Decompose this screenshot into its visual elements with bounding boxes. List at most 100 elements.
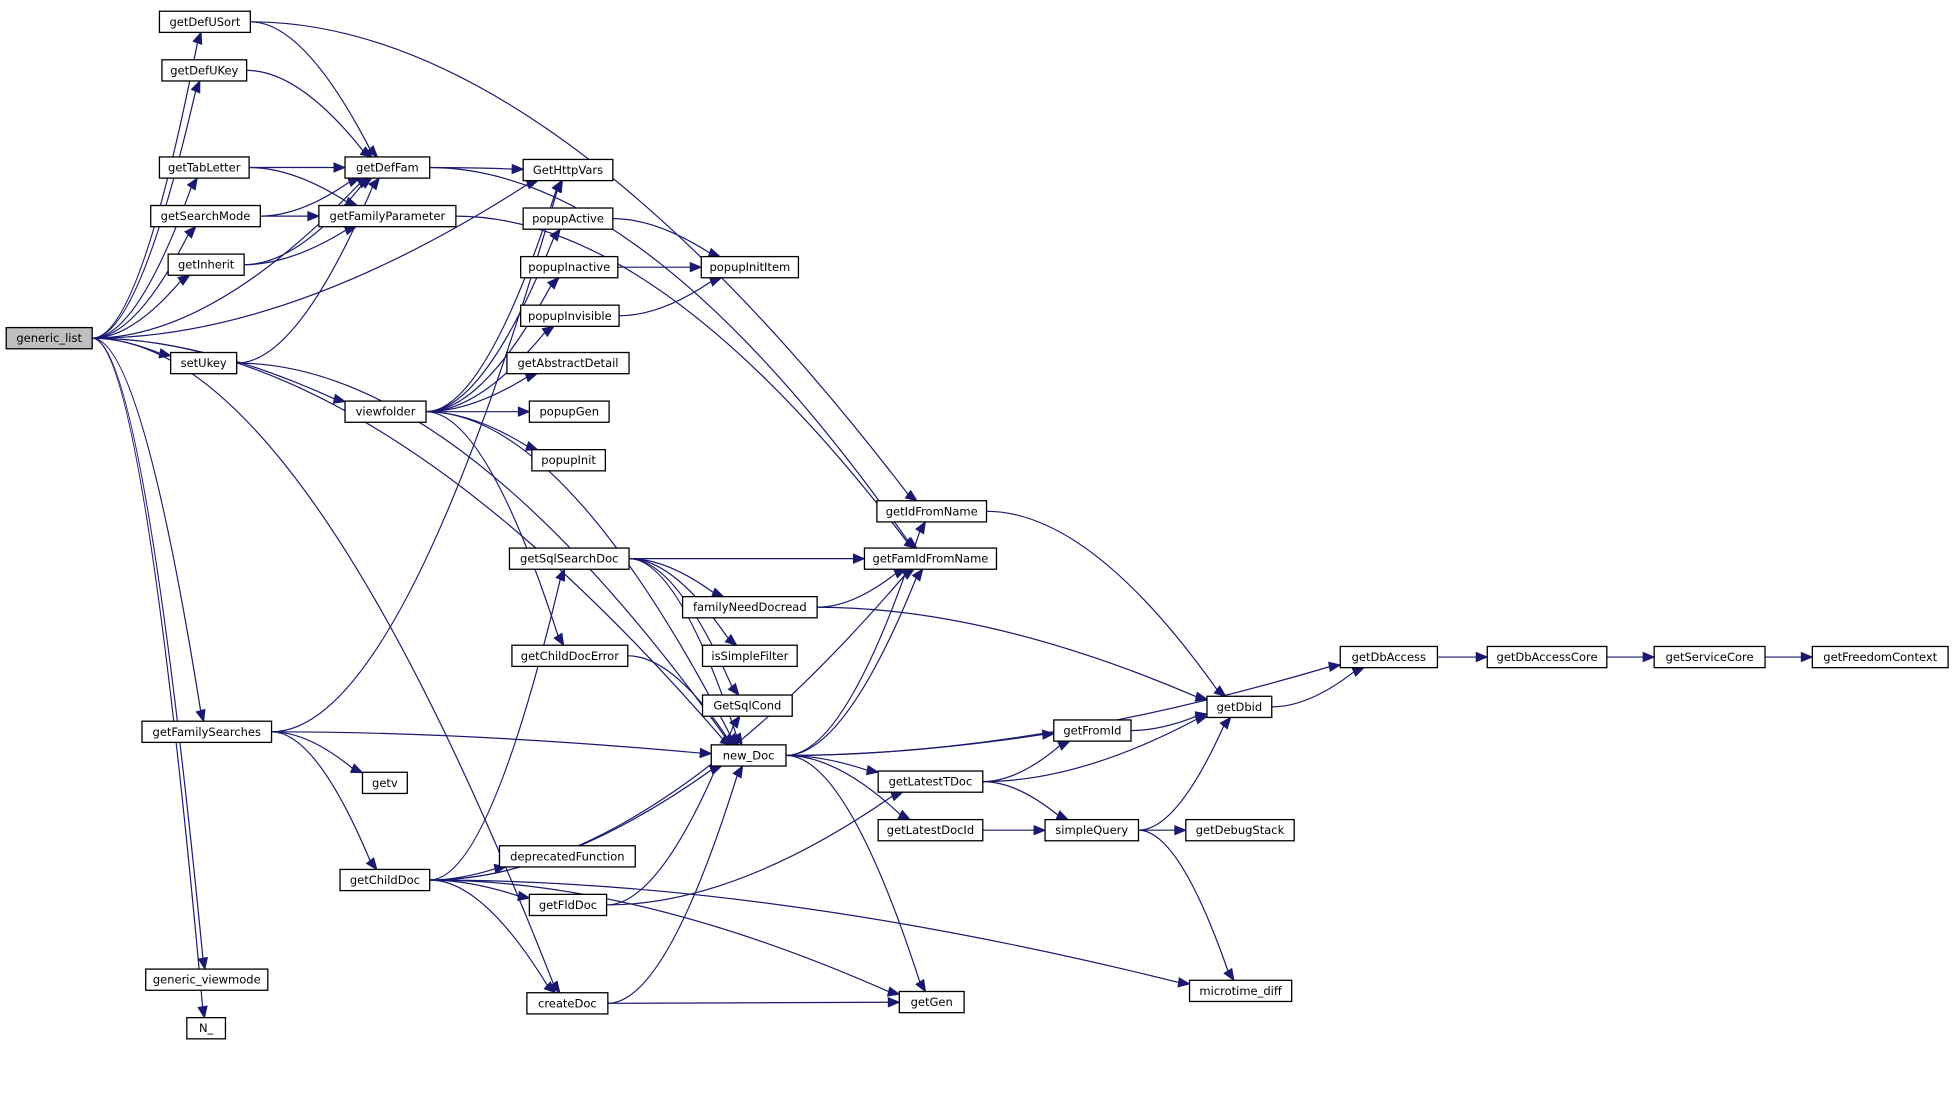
edge-getsearchmode-to-getfamilyparameter — [260, 210, 321, 222]
node-popupactive[interactable]: popupActive — [522, 207, 614, 230]
node-label: new_Doc — [723, 748, 775, 762]
node-popupinactive[interactable]: popupInactive — [520, 255, 619, 279]
node-new-doc[interactable]: new_Doc — [710, 744, 787, 767]
arrowhead — [359, 177, 373, 189]
node-label: getDbid — [1217, 700, 1263, 714]
node-label: getDefUKey — [170, 63, 238, 77]
node-box — [1044, 818, 1140, 842]
node-label: getv — [372, 776, 398, 790]
node-getsqlcond[interactable]: GetSqlCond — [701, 694, 793, 717]
node-getchilddocerror[interactable]: getChildDocError — [511, 644, 629, 668]
node-getsearchmode[interactable]: getSearchMode — [150, 204, 261, 228]
node-createdoc[interactable]: createDoc — [526, 992, 609, 1015]
node-getfamilyparameter[interactable]: getFamilyParameter — [318, 204, 457, 228]
node-getdbid[interactable]: getDbid — [1206, 695, 1273, 719]
node-getservicecore[interactable]: getServiceCore — [1653, 645, 1766, 669]
node-box — [526, 992, 609, 1015]
node-label: viewfolder — [356, 405, 416, 419]
edge-viewfolder-to-popupactive — [425, 228, 561, 413]
node-getv[interactable]: getv — [361, 771, 408, 795]
node-getfromid[interactable]: getFromId — [1053, 719, 1132, 742]
node-label: popupGen — [539, 405, 599, 419]
edge-getchilddoc-to-getsqlsearchdoc — [429, 568, 566, 881]
node-getsqlsearchdoc[interactable]: getSqlSearchDoc — [508, 547, 630, 570]
node-label: getAbstractDetail — [517, 356, 618, 370]
node-getdbaccesscore[interactable]: getDbAccessCore — [1486, 645, 1608, 669]
arrowhead — [517, 890, 531, 902]
edge-line — [425, 189, 557, 413]
node-familyneeddocread[interactable]: familyNeedDocread — [681, 595, 818, 619]
node-getidfromname[interactable]: getIdFromName — [876, 500, 988, 523]
node-label: getInherit — [178, 258, 235, 272]
node-simplequery[interactable]: simpleQuery — [1044, 818, 1140, 842]
node-microtime-diff[interactable]: microtime_diff — [1188, 979, 1293, 1003]
edge-line — [271, 731, 353, 769]
node-label: GetHttpVars — [533, 163, 603, 177]
node-getdbaccess[interactable]: getDbAccess — [1339, 645, 1439, 669]
node-label: createDoc — [538, 996, 597, 1010]
node-getlatestdocid[interactable]: getLatestDocId — [877, 818, 984, 842]
node-label: getSearchMode — [161, 209, 251, 223]
node-generic-viewmode[interactable]: generic_viewmode — [145, 968, 269, 991]
node-n-[interactable]: N_ — [186, 1017, 227, 1040]
edge-line — [429, 579, 561, 881]
node-box — [522, 207, 614, 230]
arrowhead — [710, 587, 725, 598]
arrowhead — [1055, 810, 1070, 821]
node-box — [700, 255, 800, 279]
edge-line — [982, 781, 1059, 816]
node-label: getChildDoc — [350, 873, 420, 887]
node-generic-list[interactable]: generic_list — [5, 326, 93, 350]
node-getabstractdetail[interactable]: getAbstractDetail — [506, 351, 630, 375]
node-getinherit[interactable]: getInherit — [167, 253, 245, 276]
node-gettabletter[interactable]: getTabLetter — [158, 156, 250, 179]
node-popupgen[interactable]: popupGen — [528, 400, 610, 423]
node-issimplefilter[interactable]: isSimpleFilter — [701, 644, 798, 668]
node-getfreedomcontext[interactable]: getFreedomContext — [1811, 645, 1949, 669]
node-label: isSimpleFilter — [711, 649, 788, 663]
node-popupinititem[interactable]: popupInitItem — [700, 255, 800, 279]
node-setukey[interactable]: setUkey — [169, 351, 238, 375]
edge-createdoc-to-getgen — [607, 997, 901, 1008]
edge-getflddoc-to-getlatesttdoc — [606, 791, 904, 906]
node-getdebugstack[interactable]: getDebugStack — [1185, 818, 1295, 842]
arrowhead — [349, 763, 364, 774]
edge-viewfolder-to-popupinit — [425, 411, 539, 451]
node-box — [498, 845, 636, 868]
node-getfamidfromname[interactable]: getFamIdFromName — [863, 547, 998, 570]
node-label: getIdFromName — [886, 504, 978, 518]
node-deprecatedfunction[interactable]: deprecatedFunction — [498, 845, 636, 868]
node-box — [1653, 645, 1766, 669]
node-popupinit[interactable]: popupInit — [531, 449, 607, 472]
node-getfamilysearches[interactable]: getFamilySearches — [141, 720, 273, 744]
node-label: popupInitItem — [709, 260, 790, 274]
node-label: getServiceCore — [1666, 650, 1754, 664]
node-getgen[interactable]: getGen — [898, 990, 965, 1014]
arrowhead — [724, 633, 738, 647]
edge-line — [785, 577, 917, 757]
arrowhead — [731, 732, 743, 746]
node-box — [877, 770, 984, 793]
edge-getdefusort-to-getdeffam — [250, 21, 379, 158]
node-label: getDefUSort — [169, 15, 240, 29]
edge-new-doc-to-getfamidfromname — [785, 568, 924, 757]
edge-line — [817, 606, 1197, 698]
edge-line — [982, 745, 1061, 783]
edge-getchilddoc-to-getfamidfromname — [429, 568, 916, 881]
node-popupinvisible[interactable]: popupInvisible — [520, 304, 620, 327]
node-getdeffam[interactable]: getDefFam — [344, 156, 431, 179]
node-getchilddoc[interactable]: getChildDoc — [339, 868, 431, 892]
node-label: getLatestTDoc — [889, 775, 973, 789]
node-getdefusort[interactable]: getDefUSort — [158, 10, 252, 34]
node-getlatesttdoc[interactable]: getLatestTDoc — [877, 770, 984, 793]
node-box — [5, 326, 93, 350]
node-getflddoc[interactable]: getFldDoc — [528, 893, 608, 917]
node-gethttpvars[interactable]: GetHttpVars — [522, 158, 614, 182]
arrowhead — [903, 537, 917, 549]
node-getdefukey[interactable]: getDefUKey — [161, 59, 248, 82]
node-box — [701, 694, 793, 717]
node-viewfolder[interactable]: viewfolder — [344, 400, 427, 423]
arrowhead — [1219, 716, 1232, 730]
node-label: popupInactive — [528, 260, 610, 274]
edge-viewfolder-to-popupinactive — [425, 276, 560, 413]
